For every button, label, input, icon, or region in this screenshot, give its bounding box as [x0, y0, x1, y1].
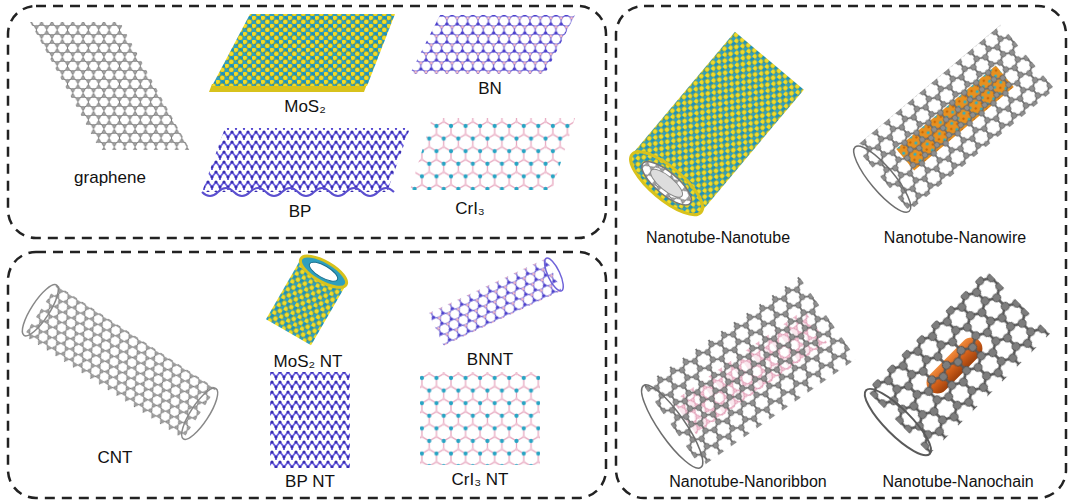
- panel-frame: [616, 6, 1066, 498]
- figure-label: BNNT: [467, 350, 513, 370]
- figure-label: Nanotube-Nanowire: [884, 228, 1026, 248]
- cnt-tube: [16, 280, 223, 444]
- graphene-sheet: [30, 22, 190, 150]
- figure-label: CrI₃: [455, 199, 485, 219]
- mos2-sheet: [209, 14, 395, 92]
- figure-label: CNT: [98, 448, 133, 468]
- figure-label: BP: [289, 202, 312, 222]
- figure-label: MoS₂: [284, 97, 326, 117]
- figure-label: MoS₂ NT: [274, 352, 343, 372]
- nanotube-nanotube-figure: [622, 32, 804, 225]
- bn-sheet: [410, 15, 575, 74]
- bp-nanotube: [270, 372, 350, 468]
- figure-label: BP NT: [285, 472, 335, 492]
- figure-label: CrI₃ NT: [452, 470, 509, 490]
- figure-label: Nanotube-Nanoribbon: [669, 472, 826, 492]
- nanotube-nanowire-figure: [846, 25, 1055, 219]
- nanotube-nanoribbon-figure: [633, 277, 857, 475]
- figure-label: Nanotube-Nanotube: [646, 228, 790, 248]
- panel-frame: [8, 252, 606, 498]
- panel-frame: [8, 6, 606, 238]
- cri3-sheet: [410, 118, 575, 190]
- bn-nanotube: [428, 256, 566, 346]
- figure-label: BN: [478, 79, 502, 99]
- mos2-nanotube: [266, 250, 351, 345]
- nanotube-nanochain-figure: [857, 270, 1050, 463]
- figure-label: Nanotube-Nanochain: [882, 472, 1033, 492]
- cri3-nanotube: [420, 372, 540, 465]
- figure-label: graphene: [74, 168, 146, 188]
- bp-sheet: [202, 128, 410, 196]
